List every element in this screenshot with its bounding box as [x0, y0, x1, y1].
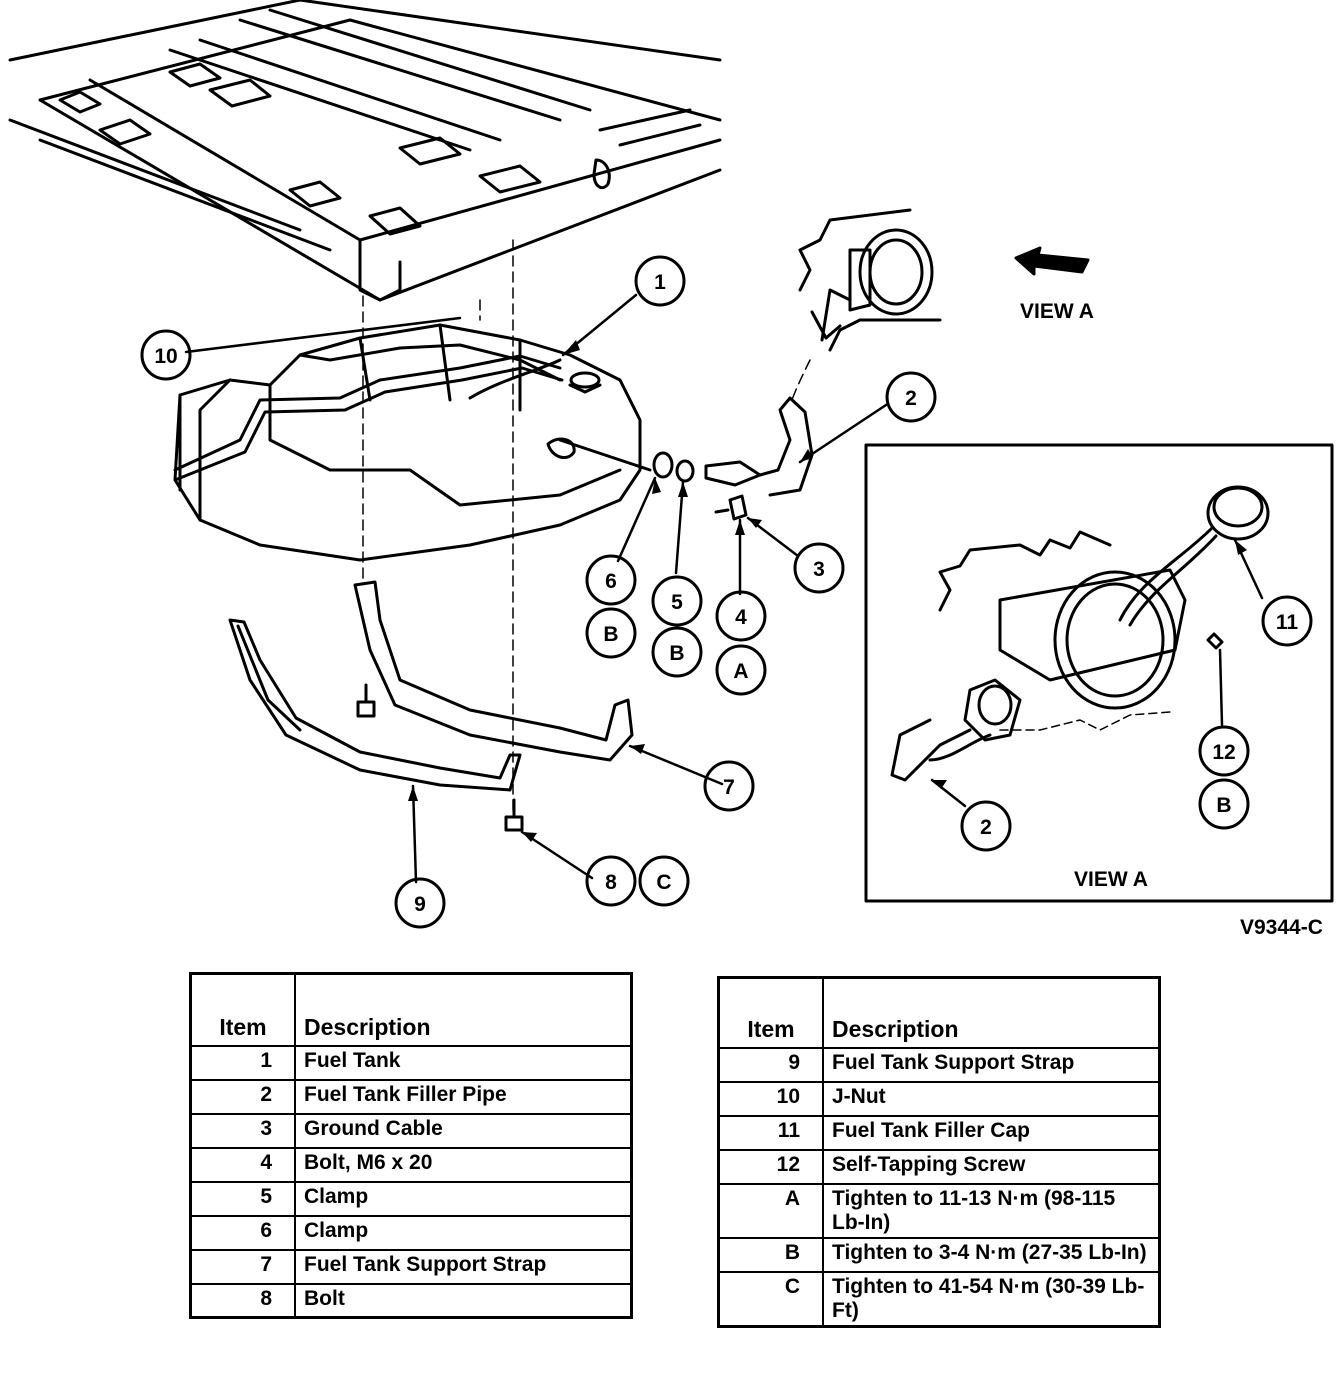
callout-12-torque: B: [1216, 794, 1231, 817]
description-cell: Bolt, M6 x 20: [294, 1146, 633, 1183]
item-cell: B: [717, 1236, 824, 1273]
description-cell: Ground Cable: [294, 1112, 633, 1149]
alignment-guides: [362, 239, 514, 811]
callout-2: 2: [905, 387, 917, 410]
description-cell: J-Nut: [822, 1080, 1161, 1117]
description-cell: Tighten to 41-54 N·m (30-39 Lb-Ft): [822, 1270, 1161, 1327]
table-row: 7 Fuel Tank Support Strap: [189, 1248, 633, 1285]
table-row: 6 Clamp: [189, 1214, 633, 1251]
callout-4: 4: [735, 606, 747, 629]
table-row: C Tighten to 41-54 N·m (30-39 Lb-Ft): [717, 1270, 1161, 1327]
item-cell: 10: [717, 1080, 824, 1117]
vehicle-underbody-frame: [8, 0, 722, 302]
item-cell: 9: [717, 1046, 824, 1083]
description-cell: Tighten to 3-4 N·m (27-35 Lb-In): [822, 1236, 1161, 1273]
callout-9: 9: [414, 893, 426, 916]
fuel-tank-drawing: [173, 323, 652, 562]
table-row: 12 Self-Tapping Screw: [717, 1148, 1161, 1185]
item-cell: 5: [189, 1180, 296, 1217]
callout-3: 3: [813, 558, 825, 581]
filler-pipe-assembly: [652, 396, 814, 521]
callout-8: 8: [605, 871, 617, 894]
table-row: 3 Ground Cable: [189, 1112, 633, 1149]
description-cell: Self-Tapping Screw: [822, 1148, 1161, 1185]
description-cell: Fuel Tank Support Strap: [294, 1248, 633, 1285]
item-cell: 4: [189, 1146, 296, 1183]
view-a-inset: VIEW A: [864, 443, 1334, 903]
legend-left-header-item: Item: [189, 972, 296, 1047]
leader-arrowheads: [408, 340, 1247, 842]
legend-left-header-description: Description: [294, 972, 633, 1047]
callout-circles: [140, 255, 1313, 929]
callout-11: 11: [1276, 611, 1299, 634]
view-a-arrow: VIEW A: [1014, 246, 1094, 323]
table-row: 8 Bolt: [189, 1282, 633, 1319]
item-cell: C: [717, 1270, 824, 1327]
item-cell: 2: [189, 1078, 296, 1115]
item-cell: 6: [189, 1214, 296, 1251]
callout-10: 10: [154, 345, 177, 368]
description-cell: Fuel Tank Filler Cap: [822, 1114, 1161, 1151]
bolts: [356, 683, 524, 832]
item-cell: A: [717, 1182, 824, 1239]
description-cell: Clamp: [294, 1214, 633, 1251]
callout-1: 1: [654, 271, 666, 294]
table-row: 10 J-Nut: [717, 1080, 1161, 1117]
table-row: B Tighten to 3-4 N·m (27-35 Lb-In): [717, 1236, 1161, 1273]
view-a-arrow-label: VIEW A: [1020, 300, 1094, 323]
fuel-tank-exploded-diagram: VIEW A: [8, 0, 1334, 929]
description-cell: Fuel Tank Support Strap: [822, 1046, 1161, 1083]
callout-2-inset: 2: [980, 816, 992, 839]
support-strap-rear: [353, 580, 634, 762]
legend-right-header-row: Item Description: [717, 976, 1161, 1049]
item-cell: 3: [189, 1112, 296, 1149]
table-row: 1 Fuel Tank: [189, 1044, 633, 1081]
legend-right-header-item: Item: [717, 976, 824, 1049]
legend-right-header-description: Description: [822, 976, 1161, 1049]
callout-12: 12: [1212, 741, 1235, 764]
legend-right-body: Item Description 9 Fuel Tank Support Str…: [717, 976, 1161, 1327]
item-cell: 11: [717, 1114, 824, 1151]
figure-id: V9344-C: [1240, 916, 1323, 939]
table-row: 4 Bolt, M6 x 20: [189, 1146, 633, 1183]
item-cell: 8: [189, 1282, 296, 1319]
callout-6-torque: B: [603, 623, 618, 646]
inset-view-label: VIEW A: [1074, 868, 1148, 891]
callout-4-torque: A: [733, 660, 748, 683]
callout-5: 5: [671, 591, 683, 614]
table-row: 11 Fuel Tank Filler Cap: [717, 1114, 1161, 1151]
table-row: 5 Clamp: [189, 1180, 633, 1217]
description-cell: Fuel Tank Filler Pipe: [294, 1078, 633, 1115]
table-row: A Tighten to 11-13 N·m (98-115 Lb-In): [717, 1182, 1161, 1239]
callout-5-torque: B: [669, 642, 684, 665]
item-cell: 12: [717, 1148, 824, 1185]
table-row: 9 Fuel Tank Support Strap: [717, 1046, 1161, 1083]
item-cell: 7: [189, 1248, 296, 1285]
callout-8-torque: C: [656, 871, 671, 894]
callout-6: 6: [605, 570, 617, 593]
legend-left-body: Item Description 1 Fuel Tank 2 Fuel Tank…: [189, 972, 633, 1319]
legend-table-left: Item Description 1 Fuel Tank 2 Fuel Tank…: [189, 972, 633, 1319]
description-cell: Bolt: [294, 1282, 633, 1319]
description-cell: Fuel Tank: [294, 1044, 633, 1081]
support-strap-front: [228, 618, 522, 792]
description-cell: Tighten to 11-13 N·m (98-115 Lb-In): [822, 1182, 1161, 1239]
callout-7: 7: [723, 776, 735, 799]
legend-table-right: Item Description 9 Fuel Tank Support Str…: [717, 976, 1161, 1328]
description-cell: Clamp: [294, 1180, 633, 1217]
filler-door-detail: [791, 208, 942, 401]
legend-left-header-row: Item Description: [189, 972, 633, 1047]
table-row: 2 Fuel Tank Filler Pipe: [189, 1078, 633, 1115]
item-cell: 1: [189, 1044, 296, 1081]
